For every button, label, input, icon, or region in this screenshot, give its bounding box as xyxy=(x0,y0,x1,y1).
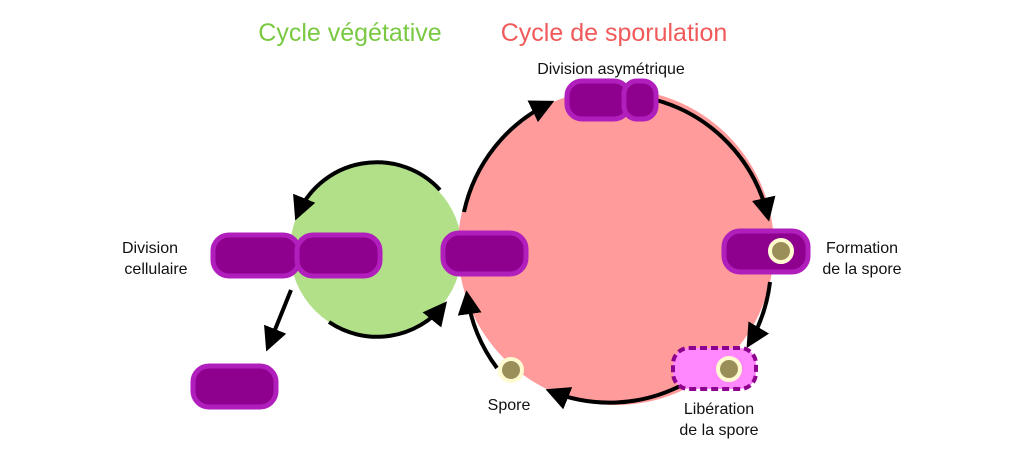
sporulating-cell xyxy=(721,228,811,275)
mother-cell-compartment xyxy=(564,78,632,122)
spore-formation-label-line2: de la spore xyxy=(822,261,901,278)
to-asymmetric-division-arrow xyxy=(462,100,555,213)
vegetative-bottom-arrow xyxy=(327,301,448,339)
cell-division-label-line2: cellulaire xyxy=(124,261,187,278)
dividing-cell-right xyxy=(294,232,383,279)
spore-release-label-line2: de la spore xyxy=(679,422,758,439)
vegetative-cell xyxy=(440,230,529,277)
spore-germination-arrow xyxy=(457,290,499,370)
to-spore-arrow xyxy=(545,383,683,410)
vegetative-cycle-title: Cycle végétative xyxy=(258,19,441,47)
cell-division-label-line1: Division xyxy=(122,240,178,257)
sporulation-cycle-title: Cycle de sporulation xyxy=(501,19,728,47)
spore-release-label-line1: Libération xyxy=(684,401,754,418)
sporulation-cycle-circle xyxy=(458,89,774,405)
released-spore xyxy=(716,356,742,382)
lysing-mother-cell xyxy=(671,346,758,391)
dividing-cell-left xyxy=(210,232,302,279)
vegetative-top-arrow xyxy=(293,160,442,221)
forespore-compartment xyxy=(621,78,659,122)
spore-formation-label-line1: Formation xyxy=(826,240,898,257)
to-spore-formation-arrow xyxy=(655,98,776,222)
daughter-cell xyxy=(190,363,279,410)
to-spore-release-arrow xyxy=(746,281,772,349)
free-spore xyxy=(498,357,524,383)
forming-spore xyxy=(768,238,794,264)
spore-label: Spore xyxy=(488,397,531,414)
release-daughter-cell-arrow xyxy=(264,289,293,352)
asymmetric-division-label: Division asymétrique xyxy=(537,61,685,78)
